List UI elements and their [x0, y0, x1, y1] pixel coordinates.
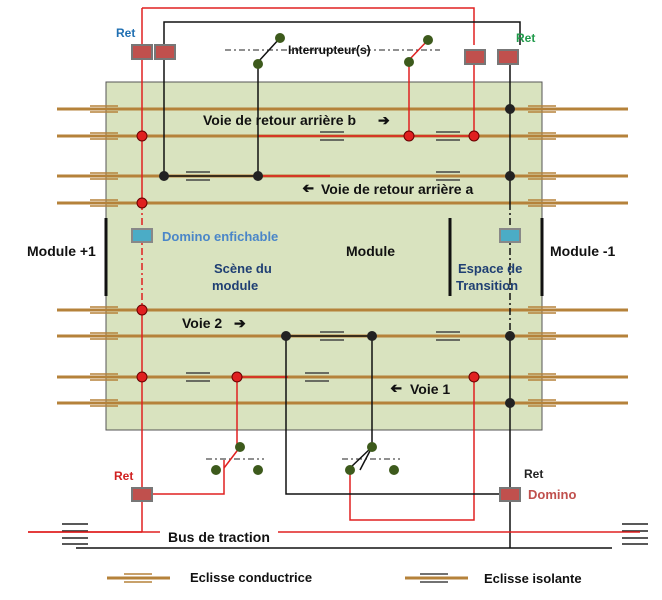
voie-retour-a-label: Voie de retour arrière a	[321, 181, 473, 197]
domino-enfichable-icon	[131, 228, 153, 243]
voie2-label: Voie 2	[182, 315, 222, 331]
legend-isolante-label: Eclisse isolante	[484, 571, 582, 586]
scene-label-line1: Scène du	[214, 261, 272, 276]
voie1-label: Voie 1	[410, 381, 450, 397]
voie1-arrow: ➔	[390, 381, 402, 397]
switch-guides	[206, 49, 440, 460]
domino-connector	[154, 44, 176, 60]
voie-retour-b-label: Voie de retour arrière b	[203, 112, 356, 128]
domino-connector	[464, 49, 486, 65]
ret-label-top-left: Ret	[116, 26, 135, 40]
switch-lever	[349, 446, 373, 469]
module-minus1-label: Module -1	[550, 243, 616, 259]
domino-connector	[131, 44, 153, 60]
bus-terminals	[62, 523, 648, 545]
bus-traction-label: Bus de traction	[168, 529, 270, 545]
scene-label-line2: module	[212, 278, 258, 293]
module-label: Module	[346, 243, 395, 259]
ret-label-bottom-right: Ret	[524, 467, 543, 481]
domino-connector	[497, 49, 519, 65]
domino-enfichable-icon	[499, 228, 521, 243]
voie2-arrow: ➔	[234, 315, 246, 331]
red-junctions	[136, 130, 480, 383]
domino-enfichable-label: Domino enfichable	[162, 229, 278, 244]
fishplate-left	[90, 105, 118, 407]
interrupteurs-label: Interrupteur(s)	[288, 43, 371, 57]
black-feeder-wires	[76, 21, 612, 549]
pluggable-domino-connectors	[131, 228, 521, 243]
legend-conductrice-label: Eclisse conductrice	[190, 570, 312, 585]
legend	[107, 573, 468, 583]
domino-label: Domino	[528, 487, 576, 502]
voie-retour-b-arrow: ➔	[378, 112, 390, 128]
espace-label-line1: Espace de	[458, 261, 522, 276]
bus-label-bg	[160, 528, 278, 546]
black-junctions	[159, 104, 515, 408]
domino-connector	[131, 487, 153, 502]
module-plus1-label: Module +1	[27, 243, 96, 259]
ret-label-top-right: Ret	[516, 31, 535, 45]
module-boundaries	[104, 218, 544, 296]
insulating-fishplates	[186, 131, 460, 382]
voie-retour-a-arrow: ➔	[302, 181, 314, 197]
domino-connector	[499, 487, 521, 502]
fishplate-right	[528, 105, 556, 407]
switch-lever	[257, 37, 281, 63]
domino-connectors	[131, 44, 521, 502]
ret-label-bottom-left: Ret	[114, 469, 133, 483]
switch-contacts	[211, 33, 433, 475]
conductive-fishplates	[90, 105, 556, 407]
espace-label-line2: Transition	[456, 278, 518, 293]
